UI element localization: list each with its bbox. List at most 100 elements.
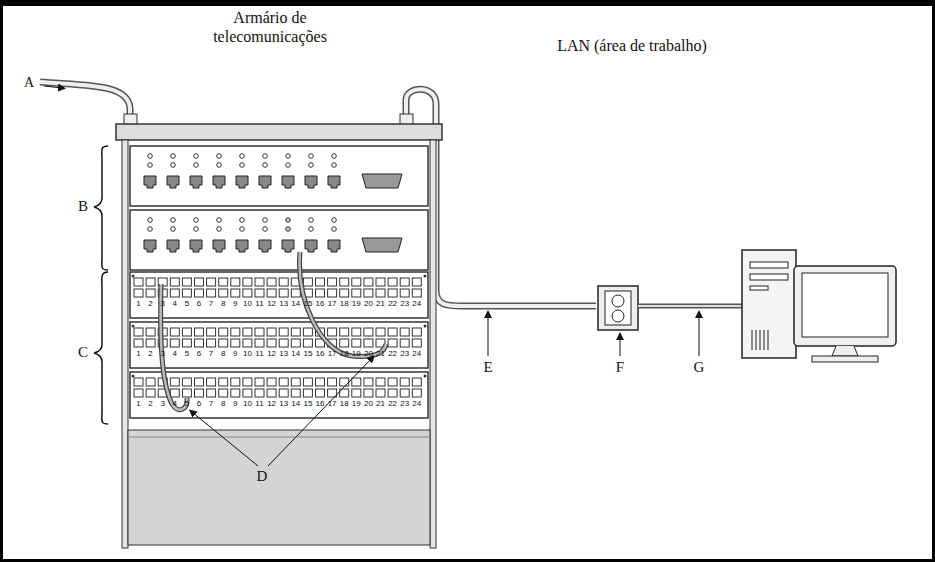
panel-port: [400, 328, 409, 336]
port-number: 13: [279, 300, 288, 308]
port-number: 9: [233, 300, 237, 308]
drive-bay: [750, 274, 788, 280]
led: [217, 227, 222, 232]
port-number: 9: [233, 400, 237, 408]
panel-port: [243, 278, 252, 286]
panel-port: [255, 328, 264, 336]
port-number: 16: [316, 400, 325, 408]
panel-port: [388, 378, 397, 386]
screw: [424, 325, 427, 328]
panel-port: [267, 289, 276, 297]
panel-port: [279, 328, 288, 336]
port-number: 19: [352, 300, 361, 308]
panel-port: [219, 378, 228, 386]
port-number: 14: [291, 300, 300, 308]
panel-port: [207, 389, 216, 397]
led: [194, 163, 199, 168]
port-number: 10: [243, 350, 252, 358]
callout-letter: C: [78, 345, 88, 360]
led: [171, 154, 176, 159]
panel-port: [328, 278, 337, 286]
rj45-port: [190, 240, 202, 252]
panel-port: [182, 378, 191, 386]
panel-port: [364, 328, 373, 336]
monitor-base: [812, 356, 878, 362]
panel-port: [352, 389, 361, 397]
patch-cord: [161, 284, 187, 410]
panel-port: [195, 378, 204, 386]
panel-port: [195, 289, 204, 297]
led: [332, 227, 337, 232]
port-number: 2: [148, 400, 152, 408]
panel-port: [364, 378, 373, 386]
panel-port: [267, 339, 276, 347]
panel-port: [207, 328, 216, 336]
panel-port: [219, 278, 228, 286]
panel-port: [255, 278, 264, 286]
led: [309, 154, 314, 159]
rj45-port: [305, 176, 317, 188]
led: [240, 163, 245, 168]
led: [217, 163, 222, 168]
panel-port: [195, 278, 204, 286]
port-number: 20: [364, 350, 373, 358]
screw: [132, 275, 135, 278]
wall-outlet: [598, 286, 638, 330]
panel-port: [182, 328, 191, 336]
led: [217, 218, 222, 223]
led: [240, 227, 245, 232]
panel-port: [267, 328, 276, 336]
port-number: 19: [352, 400, 361, 408]
panel-port: [279, 378, 288, 386]
port-number: 17: [328, 400, 337, 408]
panel-port: [376, 328, 385, 336]
panel-port: [364, 389, 373, 397]
monitor-screen: [802, 273, 888, 337]
port-number: 3: [160, 400, 164, 408]
monitor: [794, 266, 896, 346]
callout-letter: E: [483, 360, 492, 375]
panel-port: [146, 339, 155, 347]
panel-port: [400, 339, 409, 347]
leader-line: [192, 412, 258, 466]
port-number: 23: [400, 300, 409, 308]
panel-port: [400, 389, 409, 397]
panel-port: [388, 389, 397, 397]
panel-port: [303, 328, 312, 336]
rj45-port: [328, 240, 340, 252]
panel-port: [207, 278, 216, 286]
port-number: 14: [291, 400, 300, 408]
leader-line: [488, 314, 489, 356]
panel-port: [340, 289, 349, 297]
leader-line: [44, 86, 62, 88]
port-number: 2: [148, 350, 152, 358]
pc-tower: [742, 250, 796, 358]
port-number: 3: [160, 300, 164, 308]
panel-port: [291, 328, 300, 336]
port-number: 1: [136, 400, 140, 408]
panel-port: [388, 289, 397, 297]
panel-port: [243, 389, 252, 397]
panel-port: [340, 328, 349, 336]
leader-line: [620, 336, 621, 356]
panel-port: [328, 289, 337, 297]
port-number: 13: [279, 350, 288, 358]
port-number: 23: [400, 400, 409, 408]
panel-port: [316, 378, 325, 386]
led: [148, 218, 153, 223]
monitor-stand: [832, 346, 858, 356]
panel-port: [291, 389, 300, 397]
rj45-port: [190, 176, 202, 188]
port-number: 1: [136, 300, 140, 308]
panel-port: [243, 289, 252, 297]
panel-port: [352, 278, 361, 286]
panel-port: [243, 328, 252, 336]
port-number: 4: [173, 400, 177, 408]
panel-port: [376, 278, 385, 286]
led: [286, 163, 291, 168]
port-number: 15: [303, 300, 312, 308]
panel-port: [170, 328, 179, 336]
panel-port: [182, 339, 191, 347]
port-number: 18: [340, 400, 349, 408]
patch-cord: [300, 252, 386, 357]
